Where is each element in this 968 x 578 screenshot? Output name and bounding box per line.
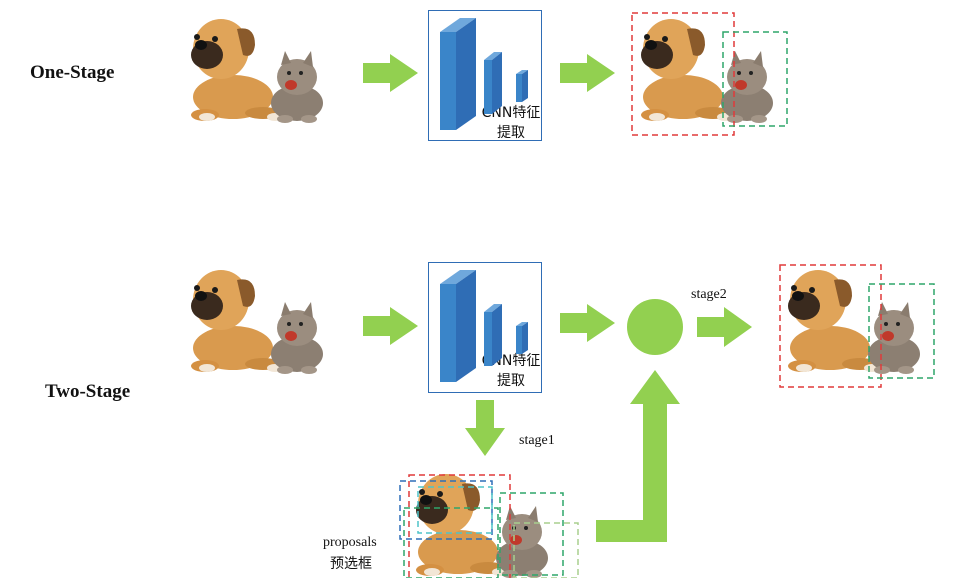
- arrow-stage1-down: [465, 400, 505, 456]
- two-stage-cat-box: [868, 283, 935, 379]
- one-stage-title: One-Stage: [30, 62, 115, 83]
- arrow-two-stage-1: [363, 307, 418, 345]
- input-image-one-stage: [191, 19, 323, 123]
- cnn-block-one-stage: [440, 18, 528, 130]
- two-stage-cnn-label-line2: 提取: [497, 373, 525, 389]
- output-image-one-stage: [641, 19, 773, 123]
- proposal-box-green: [499, 492, 564, 576]
- proposals-cn-label: 预选框: [330, 556, 372, 572]
- two-stage-title: Two-Stage: [45, 381, 131, 402]
- arrow-stage2: [697, 307, 752, 347]
- proposals-image: [416, 474, 548, 578]
- input-image-two-stage: [191, 270, 323, 374]
- one-stage-cnn-label-line2: 提取: [497, 125, 525, 141]
- stage1-label: stage1: [519, 433, 555, 448]
- one-stage-dog-box: [631, 12, 735, 136]
- two-stage-dog-box: [779, 264, 882, 388]
- roi-circle-node: [627, 299, 683, 355]
- arrow-two-stage-2: [560, 304, 615, 342]
- proposals-label: proposals: [323, 535, 377, 550]
- one-stage-cat-box: [722, 31, 788, 127]
- cnn-block-two-stage: [440, 270, 528, 382]
- stage2-label: stage2: [691, 287, 727, 302]
- proposal-box-red: [408, 474, 511, 578]
- proposal-box-blue: [399, 480, 493, 540]
- arrow-one-stage-2: [560, 54, 615, 92]
- arrow-one-stage-1: [363, 54, 418, 92]
- arrow-proposals-to-roi: [596, 370, 680, 542]
- proposal-box-lightgreen: [513, 522, 579, 578]
- output-image-two-stage: [788, 270, 920, 374]
- proposal-box-darkgreen: [403, 507, 499, 578]
